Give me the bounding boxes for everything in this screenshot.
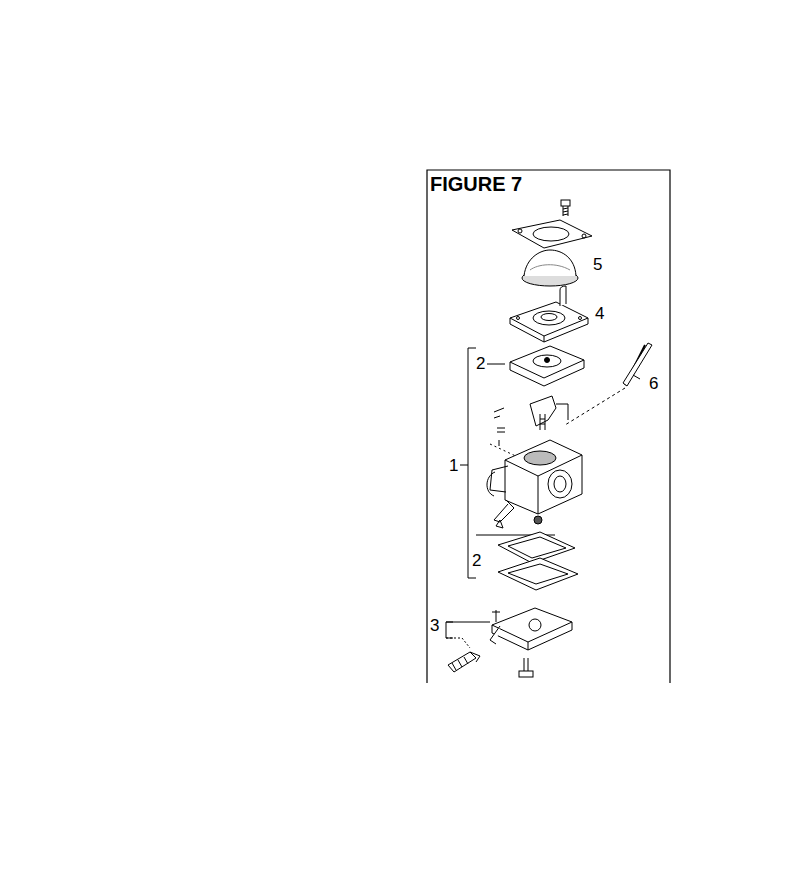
- callout-number: 5: [593, 256, 602, 273]
- callout-number: 4: [595, 305, 604, 322]
- screw: [519, 658, 533, 677]
- callout-number: 6: [649, 375, 658, 392]
- carburetor-body: [487, 440, 582, 528]
- cable: [565, 343, 652, 425]
- callout-number: 2: [472, 552, 481, 569]
- bracket: [446, 622, 453, 638]
- fuel-fitting: [448, 652, 480, 672]
- gasket: [512, 220, 592, 248]
- screw: [561, 200, 570, 216]
- pump-diaphragm: [498, 532, 578, 590]
- callout-number: 2: [476, 355, 485, 372]
- primer-bulb: [522, 250, 578, 286]
- primer-cover: [510, 286, 588, 342]
- callout-number: 3: [430, 617, 439, 634]
- figure-title: FIGURE 7: [430, 174, 522, 194]
- bracket: [468, 348, 476, 578]
- pump-cover: [490, 608, 572, 650]
- diaphragm: [510, 346, 584, 386]
- callout-number: 1: [449, 457, 458, 474]
